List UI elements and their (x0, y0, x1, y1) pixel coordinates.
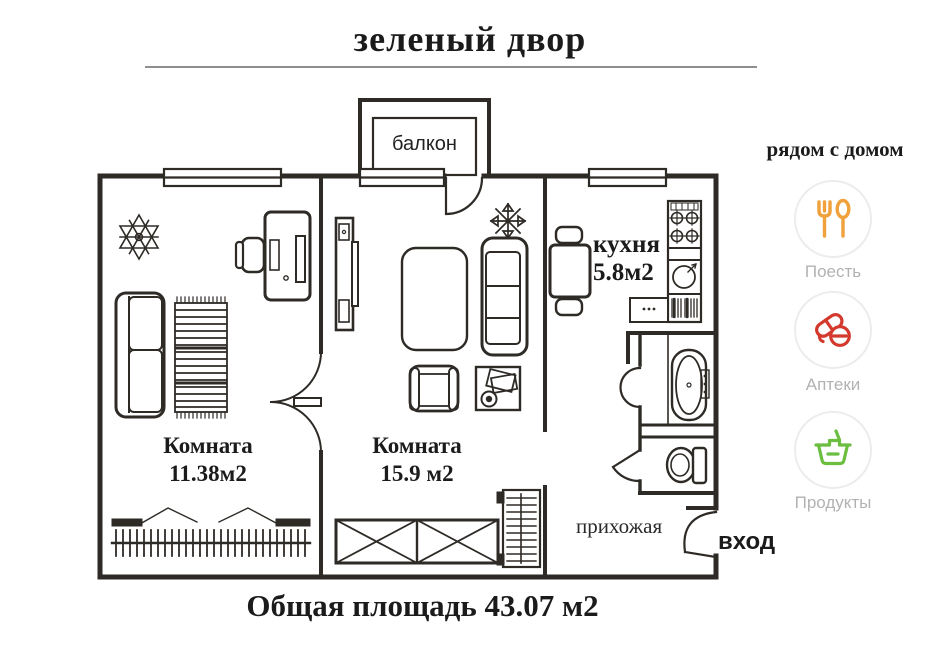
bathtub (667, 334, 710, 424)
hall-shelf (496, 488, 542, 569)
armchair (408, 364, 460, 413)
kitchen-label: кухня (593, 231, 660, 258)
windows (162, 167, 668, 188)
poi-grocery-button[interactable] (794, 411, 872, 489)
balcony-door (444, 176, 484, 216)
poi-pharmacy-label: Аптеки (805, 375, 861, 394)
poi-eat-button[interactable] (794, 180, 872, 258)
room2-label: Комната (372, 433, 462, 458)
room1-area: 11.38м2 (169, 461, 247, 486)
ceiling-fan-icon (118, 213, 160, 261)
fork-spoon-icon (817, 198, 851, 238)
kitchen-area: 5.8м2 (593, 259, 654, 286)
entrance-door (683, 506, 718, 559)
plant-icon (489, 202, 527, 240)
sofa-room2 (480, 236, 529, 357)
kitchen-counter (629, 199, 703, 324)
room2-area: 15.9 м2 (380, 461, 454, 486)
radiator-window-room1 (110, 507, 312, 557)
bath-block-walls (611, 331, 718, 495)
tv-unit (334, 216, 359, 332)
rug-room1 (174, 296, 228, 419)
wall-room-divider (269, 174, 323, 579)
hallway-label: прихожая (576, 514, 663, 538)
balcony-label: балкон (392, 133, 457, 155)
poi-grocery-label: Продукты (794, 493, 872, 512)
desk (263, 210, 312, 302)
desk-chair (234, 236, 266, 274)
entrance-label: вход (718, 528, 776, 555)
page-title: зеленый двор (353, 19, 587, 59)
nearby-heading: рядом с домом (766, 137, 904, 161)
title-divider (145, 66, 757, 68)
sofa-room1 (114, 291, 166, 419)
kitchen-table (548, 225, 592, 317)
basket-icon (814, 429, 852, 466)
room1-label: Комната (163, 433, 253, 458)
pills-icon (815, 313, 851, 347)
toilet (665, 446, 708, 485)
side-table-lamp (474, 365, 522, 412)
poi-eat-label: Поесть (804, 262, 862, 281)
rug-room2 (400, 246, 469, 352)
total-area-label: Общая площадь 43.07 м2 (246, 588, 599, 623)
wardrobe (334, 518, 500, 565)
